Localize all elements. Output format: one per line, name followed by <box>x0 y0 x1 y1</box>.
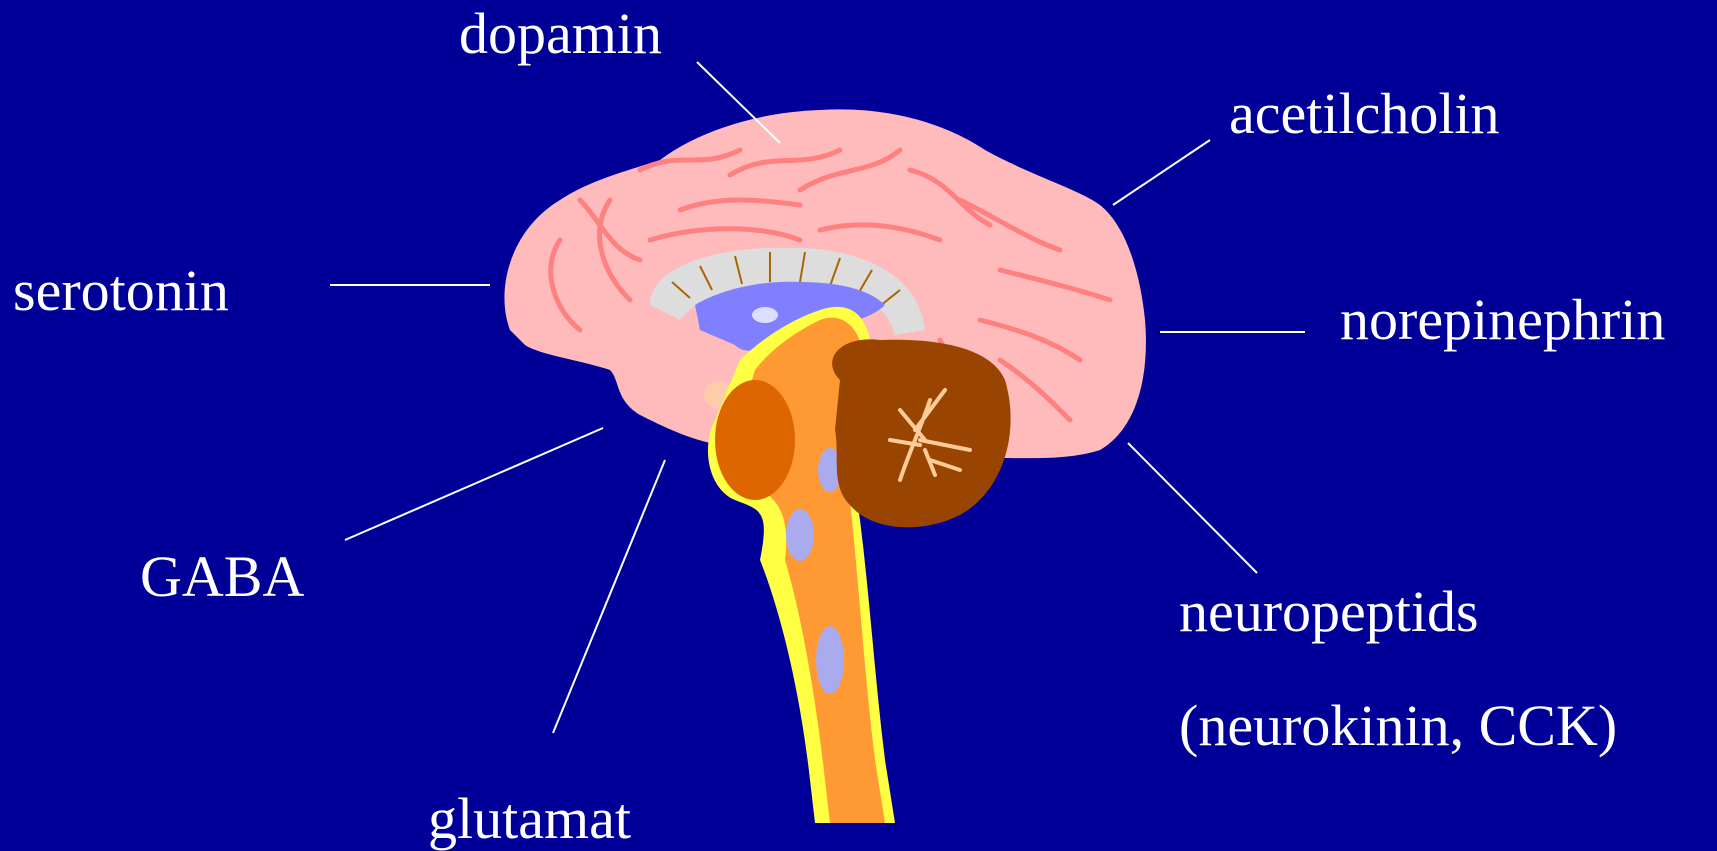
label-gaba: GABA <box>140 548 304 606</box>
label-dopamin: dopamin <box>459 5 662 63</box>
label-glutamat: glutamat <box>428 790 631 848</box>
leader-glutamat <box>553 460 665 733</box>
ventricle-foramen <box>752 307 778 323</box>
label-neuropeptids: neuropeptids <box>1179 583 1479 641</box>
label-serotonin: serotonin <box>13 262 229 320</box>
label-neuropeptids-examples: (neurokinin, CCK) <box>1179 697 1617 755</box>
label-acetilcholin: acetilcholin <box>1229 85 1500 143</box>
thalamus <box>715 380 795 500</box>
leader-neuropeptids <box>1128 443 1257 573</box>
leader-gaba <box>345 428 603 540</box>
label-norepinephrin: norepinephrin <box>1340 291 1665 349</box>
leader-acetilcholin <box>1113 140 1210 205</box>
